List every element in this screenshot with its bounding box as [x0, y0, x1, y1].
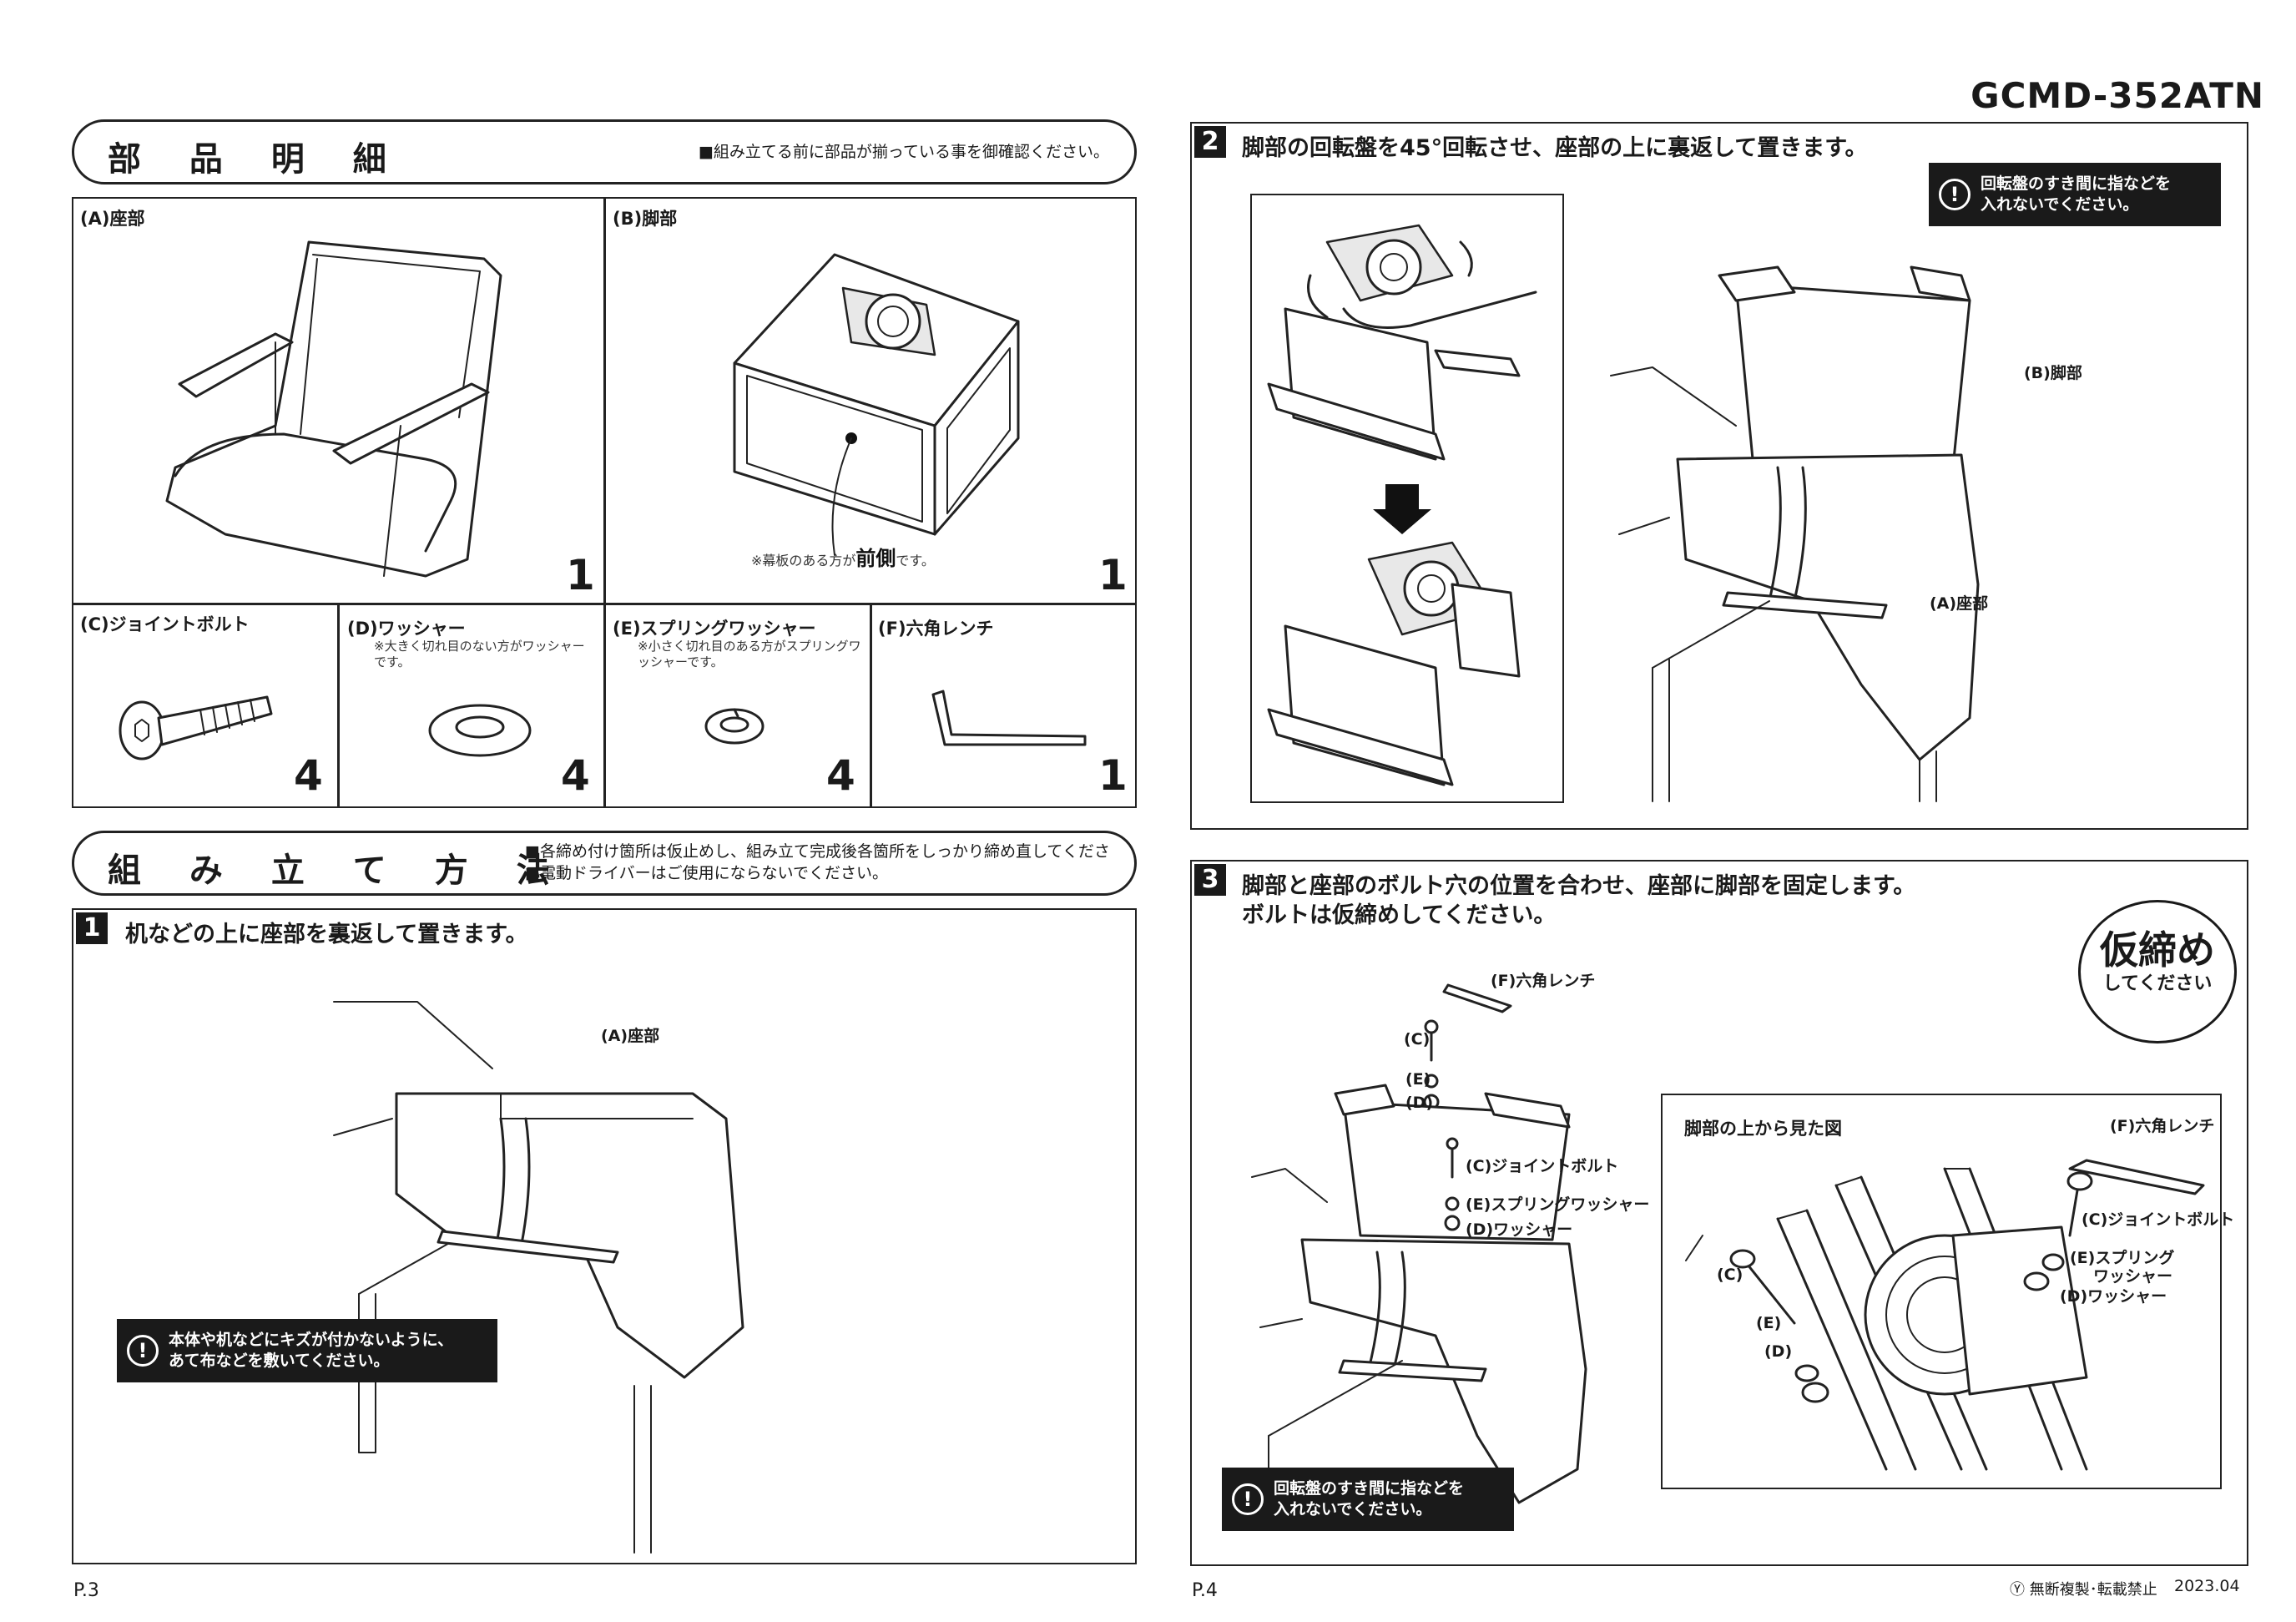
step1-box [72, 908, 1137, 1564]
part-a-qty: 1 [566, 551, 595, 599]
temporary-tighten-badge: 仮締め してください [2078, 900, 2237, 1043]
seat-illustration [165, 240, 502, 578]
assembly-note-2: ■電動ドライバーはご使用にならないでください。 [525, 864, 889, 882]
step1-warning: ! 本体や机などにキズが付かないように、 あて布などを敷いてください。 [117, 1319, 497, 1382]
leg-base-illustration [733, 253, 1020, 556]
step3-callout-e: (E) [1405, 1070, 1431, 1089]
part-d-qty: 4 [561, 751, 590, 800]
part-b-note-prefix: ※幕板のある方が [751, 553, 856, 568]
assembly-title: 組 み 立 て 方 法 [108, 851, 568, 890]
part-b-note-suffix: です。 [896, 553, 935, 568]
page-number-left: P.3 [73, 1580, 99, 1601]
step3-box [1190, 860, 2248, 1566]
inset-callout-washer: (D)ワッシャー [2060, 1287, 2167, 1306]
copyright-notice: Ⓨ 無断複製･転載禁止 [2010, 1581, 2157, 1599]
step2-warning-text: 回転盤のすき間に指などを 入れないでください。 [1981, 174, 2171, 215]
grid-vline-mid [603, 197, 606, 808]
step3-callout-spring-washer: (E)スプリングワッシャー [1466, 1195, 1650, 1214]
inset-callout-spring-washer-2: ワッシャー [2093, 1267, 2173, 1286]
inset-callout-wrench: (F)六角レンチ [2110, 1117, 2215, 1135]
part-f-label: (F)六角レンチ [878, 619, 994, 639]
top-view-illustration [1685, 1159, 2205, 1471]
part-e-note: ※小さく切れ目のある方がスプリングワッシャーです。 [638, 639, 861, 670]
step3-warning: ! 回転盤のすき間に指などを 入れないでください。 [1222, 1468, 1514, 1531]
badge-sub-text: してください [2102, 973, 2213, 994]
parts-note: ■組み立てる前に部品が揃っている事を御確認ください。 [698, 143, 1109, 161]
step2-box [1190, 122, 2248, 830]
part-e-qty: 4 [826, 751, 855, 800]
washer-illustration [428, 704, 532, 757]
step3-callout-wrench: (F)六角レンチ [1491, 972, 1596, 990]
rotation-illustration [1267, 224, 1537, 786]
step2-rotation-panel [1250, 194, 1564, 803]
step3-warning-text: 回転盤のすき間に指などを 入れないでください。 [1274, 1478, 1464, 1520]
step3-number: 3 [1194, 864, 1226, 896]
step3-callout-joint-bolt: (C)ジョイントボルト [1466, 1157, 1619, 1175]
inset-callout-c: (C) [1717, 1266, 1743, 1284]
step1-warning-line-1: 本体や机などにキズが付かないように、 [169, 1331, 454, 1349]
warning-icon: ! [127, 1335, 159, 1367]
part-c-qty: 4 [294, 751, 323, 800]
step2-text: 脚部の回転盤を45°回転させ、座部の上に裏返して置きます。 [1242, 135, 1868, 161]
step3-text-2: ボルトは仮締めしてください。 [1242, 902, 1557, 928]
publication-date: 2023.04 [2174, 1577, 2240, 1595]
step2-number: 2 [1194, 126, 1226, 158]
step1-illustration [333, 1001, 744, 1554]
inset-callout-joint-bolt: (C)ジョイントボルト [2082, 1210, 2235, 1229]
page-number-right: P.4 [1192, 1580, 1218, 1601]
warning-icon: ! [1232, 1483, 1264, 1515]
assembly-header: 組 み 立 て 方 法 ■各締め付け箇所は仮止めし、組み立て完成後各箇所をしっか… [72, 831, 1137, 896]
model-number: GCMD-352ATN [1971, 75, 2264, 116]
step3-callout-bolt-c: (C) [1404, 1030, 1431, 1048]
badge-main-text: 仮締め [2100, 927, 2215, 973]
part-b-label: (B)脚部 [613, 209, 678, 229]
top-view-inset [1661, 1094, 2222, 1489]
inset-callout-spring-washer-1: (E)スプリング [2070, 1249, 2175, 1267]
part-f-qty: 1 [1098, 751, 1128, 800]
parts-header: 部 品 明 細 ■組み立てる前に部品が揃っている事を御確認ください。 [72, 119, 1137, 184]
part-a-label: (A)座部 [80, 209, 145, 229]
warning-icon: ! [1939, 179, 1971, 210]
step3-text-1: 脚部と座部のボルト穴の位置を合わせ、座部に脚部を固定します。 [1242, 873, 1916, 899]
step2-warning-line-1: 回転盤のすき間に指などを [1981, 174, 2172, 193]
hex-wrench-illustration [931, 690, 1087, 746]
step1-warning-text: 本体や机などにキズが付かないように、 あて布などを敷いてください。 [169, 1330, 453, 1372]
step3-callout-washer: (D)ワッシャー [1466, 1220, 1573, 1239]
part-e-label: (E)スプリングワッシャー [613, 619, 816, 639]
part-b-note: ※幕板のある方が前側です。 [751, 548, 935, 568]
grid-hline [72, 603, 1137, 605]
step2-callout-seat: (A)座部 [1930, 594, 1989, 613]
part-b-qty: 1 [1098, 551, 1128, 599]
step2-callout-legs: (B)脚部 [2024, 364, 2082, 382]
grid-vline-1 [337, 603, 340, 808]
step2-warning: ! 回転盤のすき間に指などを 入れないでください。 [1929, 163, 2221, 226]
grid-vline-3 [870, 603, 872, 808]
assembly-note-1: ■各締め付け箇所は仮止めし、組み立て完成後各箇所をしっかり締め直してください。 [525, 842, 1110, 884]
step1-text: 机などの上に座部を裏返して置きます。 [125, 922, 528, 947]
step3-warning-line-2: 入れないでください。 [1274, 1500, 1432, 1518]
inset-title: 脚部の上から見た図 [1684, 1119, 1842, 1139]
parts-title: 部 品 明 細 [108, 140, 405, 179]
part-c-label: (C)ジョイントボルト [80, 614, 250, 634]
step3-warning-line-1: 回転盤のすき間に指などを [1274, 1479, 1465, 1498]
step2-warning-line-2: 入れないでください。 [1981, 195, 2139, 214]
step3-chair-illustration [1251, 983, 1587, 1504]
part-b-note-emph: 前側 [855, 547, 896, 570]
step2-chair-illustration [1610, 265, 1980, 802]
step1-warning-line-2: あて布などを敷いてください。 [169, 1352, 390, 1370]
step3-callout-d: (D) [1405, 1094, 1434, 1112]
joint-bolt-illustration [119, 695, 273, 760]
part-d-label: (D)ワッシャー [347, 619, 466, 639]
spring-washer-illustration [704, 708, 764, 745]
part-d-note: ※大きく切れ目のない方がワッシャーです。 [374, 639, 585, 670]
inset-callout-e: (E) [1756, 1314, 1782, 1332]
step1-number: 1 [76, 912, 108, 944]
inset-callout-d: (D) [1764, 1342, 1793, 1361]
step1-callout-seat: (A)座部 [601, 1027, 660, 1045]
